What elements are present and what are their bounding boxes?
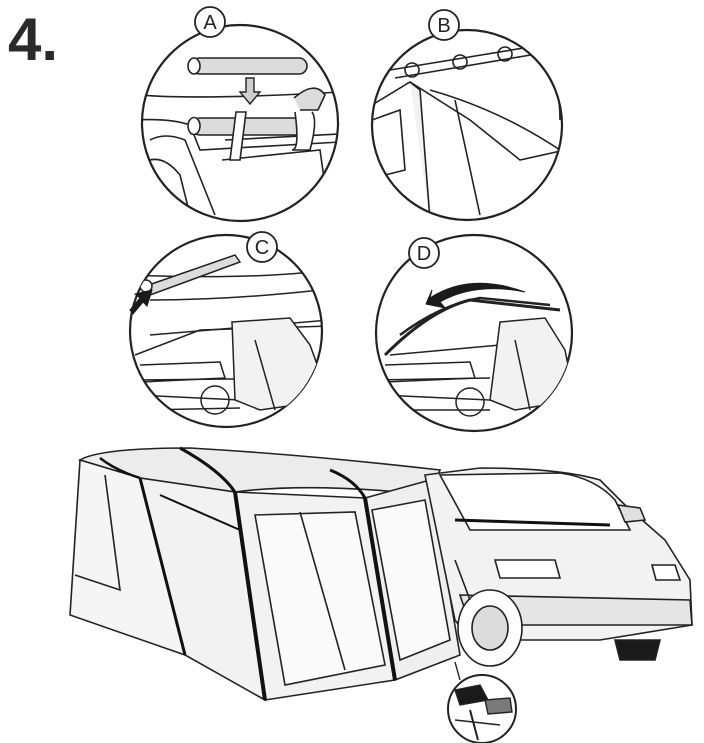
panel-b-label: B bbox=[437, 15, 450, 37]
panel-a: A bbox=[140, 6, 340, 223]
panel-d-label: D bbox=[417, 243, 431, 265]
push-arrow-icon bbox=[129, 289, 153, 315]
van bbox=[424, 467, 693, 667]
step-number: 4. bbox=[8, 6, 59, 73]
down-arrow-icon bbox=[238, 77, 262, 106]
panel-c-label: C bbox=[255, 237, 269, 259]
panel-c: C bbox=[128, 231, 324, 429]
awning bbox=[69, 446, 461, 702]
panel-d: D bbox=[374, 233, 574, 433]
peg-detail bbox=[447, 661, 517, 743]
panel-a-label: A bbox=[203, 12, 217, 34]
curved-arrow-icon bbox=[425, 282, 526, 309]
panel-b: B bbox=[370, 9, 564, 222]
